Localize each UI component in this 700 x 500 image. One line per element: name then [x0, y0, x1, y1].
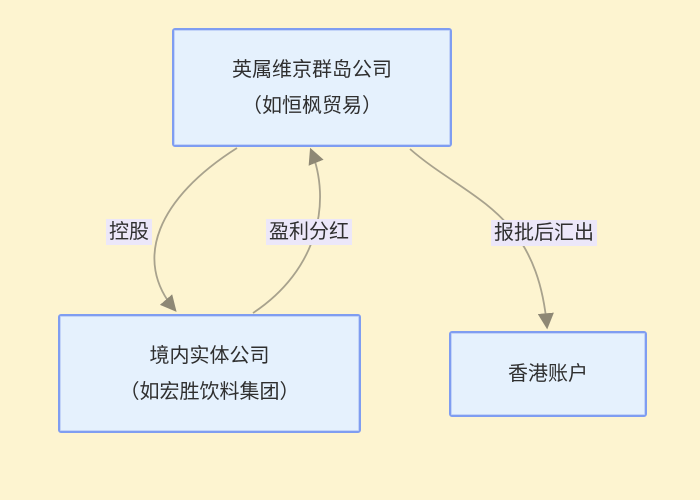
arrow-remit — [409, 148, 554, 330]
arrow-holding — [153, 147, 238, 312]
node-domestic-company: 境内实体公司 （如宏胜饮料集团） — [58, 314, 361, 433]
node-bvi-company-example: （如恒枫贸易） — [242, 94, 382, 117]
edge-label-remit: 报批后汇出 — [491, 220, 597, 246]
node-domestic-company-example: （如宏胜饮料集团） — [119, 380, 300, 403]
edge-label-holding: 控股 — [106, 219, 152, 245]
node-hk-account: 香港账户 — [449, 331, 647, 417]
node-bvi-company: 英属维京群岛公司 （如恒枫贸易） — [172, 28, 452, 147]
node-domestic-company-name: 境内实体公司 — [149, 344, 270, 367]
node-hk-account-name: 香港账户 — [508, 363, 588, 385]
edge-label-dividend: 盈利分红 — [266, 219, 352, 245]
node-bvi-company-name: 英属维京群岛公司 — [232, 58, 392, 81]
